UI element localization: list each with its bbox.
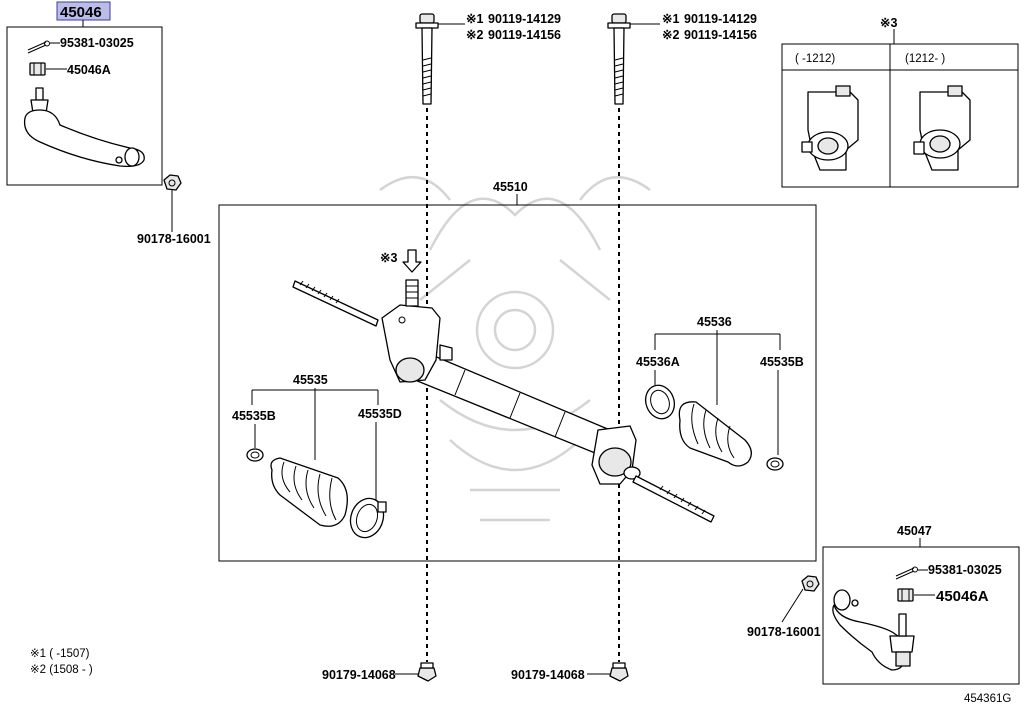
tie-rod-end-right-box [822,546,1020,685]
part-45535D-label[interactable]: 45535D [358,407,402,421]
part-90178-label-right[interactable]: 90178-16001 [747,625,821,639]
watermark-emblem [379,175,651,522]
inset-col2-header: (1212- ) [905,53,945,65]
bolt-left-part2[interactable]: 90119-14156 [488,28,561,42]
part-90179-label-left[interactable]: 90179-14068 [322,668,396,682]
part-45535-label[interactable]: 45535 [293,373,328,387]
part-45046A-label-left[interactable]: 45046A [67,63,111,77]
bolt-left-icon [415,13,439,105]
part-45536-label[interactable]: 45536 [697,315,732,329]
footnote-1: ※1 ( -1507) [30,648,90,660]
part-95381-label-right[interactable]: 95381-03025 [928,563,1002,577]
cotter-pin-right-icon [895,566,918,580]
castle-nut-right-icon [897,588,914,602]
bolt-left-mark2: ※2 [466,28,483,42]
part-90179-label-right[interactable]: 90179-14068 [511,668,585,682]
steering-gear-assembly-box [218,204,817,562]
part-45510-label[interactable]: 45510 [493,180,528,194]
pinion-arrow-mark: ※3 [380,251,397,265]
boot-clip-left-icon [246,448,264,462]
part-45047-label[interactable]: 45047 [897,524,932,538]
part-45046-label[interactable]: 45046 [60,4,102,21]
bolt-right-icon [607,13,631,105]
bolt-right-part2[interactable]: 90119-14156 [684,28,757,42]
boot-clamp-right-icon [644,384,676,420]
inset-pinion-variants-box [781,43,1019,188]
bolt-right-mark1: ※1 [662,12,679,26]
castle-nut-icon [29,62,46,76]
nut-90179-left-icon [417,662,437,682]
nut-90179-right-icon [609,662,629,682]
part-45536A-label[interactable]: 45536A [636,355,680,369]
part-45046A-label-right[interactable]: 45046A [936,588,989,605]
boot-clip-right-icon [766,457,784,471]
bolt-left-mark1: ※1 [466,12,483,26]
bolt-right-mark2: ※2 [662,28,679,42]
nut-90178-right-icon [801,575,820,592]
part-90178-label-left[interactable]: 90178-16001 [137,232,211,246]
steering-rack-icon [292,279,715,523]
tie-rod-end-left-box [6,26,163,186]
footnote-2: ※2 (1508 - ) [30,664,93,676]
tie-rod-end-right-icon [832,589,915,671]
boot-right-icon [678,401,752,467]
inset-mark: ※3 [880,16,897,30]
part-45535B-label-right[interactable]: 45535B [760,355,804,369]
part-95381-label-left[interactable]: 95381-03025 [60,36,134,50]
boot-left-icon [270,457,348,527]
part-45535B-label-left[interactable]: 45535B [232,409,276,423]
down-arrow-icon [402,249,422,273]
pinion-variant-early-icon [801,85,859,171]
bolt-left-part1[interactable]: 90119-14129 [488,12,561,26]
cotter-pin-icon [27,40,50,54]
pinion-variant-late-icon [913,85,971,171]
tie-rod-end-left-icon [23,87,145,168]
inset-col1-header: ( -1212) [795,53,835,65]
bolt-right-part1[interactable]: 90119-14129 [684,12,757,26]
nut-90178-left-icon [163,174,182,191]
boot-clamp-left-icon [349,497,387,539]
diagram-id: 454361G [964,693,1011,705]
